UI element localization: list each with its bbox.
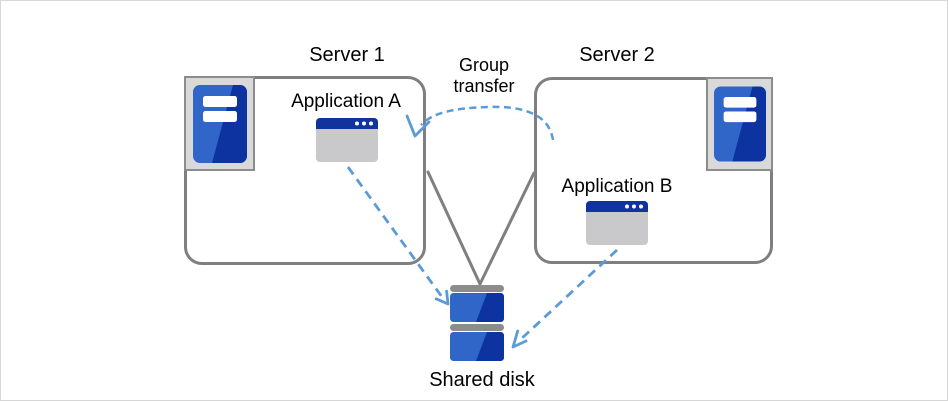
server1-to-disk-line — [426, 170, 482, 286]
app-a-to-disk-arrow — [346, 166, 444, 298]
server2-to-disk-line — [478, 171, 536, 286]
shared-disk-label: Shared disk — [429, 369, 535, 391]
server-tower-icon — [192, 84, 247, 163]
app-a-label: Application A — [291, 91, 401, 112]
group-transfer-label: Group transfer — [453, 55, 515, 96]
app-b-window-icon — [586, 201, 648, 245]
server-tower-icon — [713, 86, 766, 162]
server1-icon-panel — [184, 76, 255, 171]
group-transfer-arrowhead-icon — [405, 114, 431, 138]
app-a-window-icon — [316, 118, 378, 162]
app-a-arrowhead-icon — [434, 289, 450, 306]
disk-cap — [450, 324, 504, 331]
server1-label: Server 1 — [309, 44, 385, 66]
server2-label: Server 2 — [579, 44, 655, 66]
disk-unit-icon — [450, 332, 504, 361]
app-b-to-disk-arrow — [519, 248, 618, 342]
server2-icon-panel — [706, 77, 773, 171]
stacked-disk-icon — [450, 285, 504, 361]
app-window-icon — [586, 201, 648, 245]
app-window-icon — [316, 118, 378, 162]
group-transfer-arc — [420, 105, 555, 141]
disk-cap — [450, 285, 504, 292]
app-b-label: Application B — [561, 176, 673, 197]
app-b-arrowhead-icon — [511, 329, 528, 349]
disk-unit-icon — [450, 293, 504, 322]
